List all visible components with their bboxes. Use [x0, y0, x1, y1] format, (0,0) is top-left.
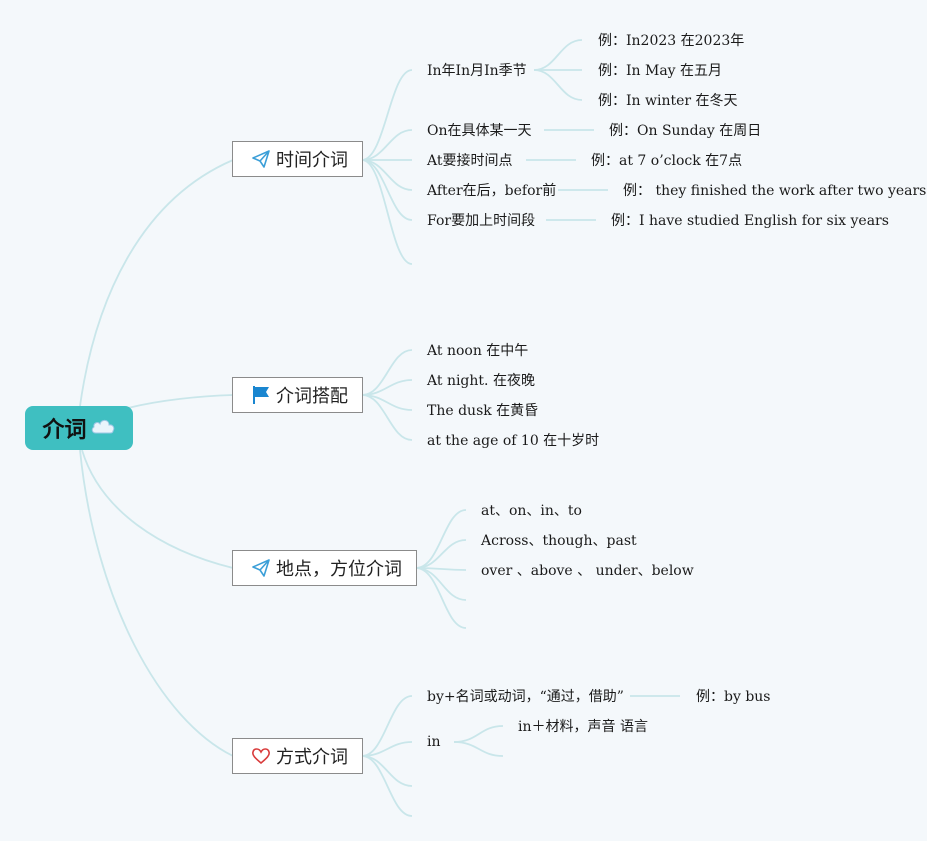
topic-item[interactable]: At要接时间点 — [427, 153, 513, 169]
connector-manner-2-ex-1 — [453, 725, 504, 743]
flag-icon — [251, 385, 271, 405]
topic-item[interactable]: In年In月In季节 — [427, 63, 527, 79]
heart-icon — [251, 746, 271, 766]
paper-plane-icon — [251, 149, 271, 169]
connector-time-1 — [361, 69, 413, 161]
branch-preposition-collocations[interactable]: 介词搭配 — [232, 377, 363, 413]
connector-time-5 — [361, 159, 413, 221]
connector-manner-4 — [361, 755, 413, 817]
example-item[interactable]: 例：On Sunday 在周日 — [609, 123, 762, 139]
paper-plane-icon — [251, 558, 271, 578]
topic-item[interactable]: over 、above 、 under、below — [481, 563, 694, 579]
topic-item[interactable]: Across、though、past — [481, 533, 637, 549]
example-item[interactable]: 例：In2023 在2023年 — [598, 33, 745, 49]
branch-label: 时间介词 — [276, 150, 348, 171]
connector-time-6 — [361, 159, 413, 265]
connector-manner-3 — [361, 755, 413, 787]
topic-item[interactable]: by+名词或动词，“通过，借助” — [427, 689, 624, 705]
connector-manner-1 — [361, 695, 413, 757]
topic-item[interactable]: After在后，befor前 — [427, 183, 557, 199]
branch-time-prepositions[interactable]: 时间介词 — [232, 141, 363, 177]
topic-item[interactable]: The dusk 在黄昏 — [427, 403, 539, 419]
cloud-icon — [90, 416, 116, 441]
connector-place-1 — [415, 509, 467, 569]
connector-time-1-ex-1 — [533, 39, 583, 71]
example-item[interactable]: 例： they finished the work after two year… — [623, 183, 927, 199]
topic-item[interactable]: at the age of 10 在十岁时 — [427, 433, 600, 449]
topic-item[interactable]: At noon 在中午 — [427, 343, 529, 359]
example-item[interactable]: 例：at 7 o’clock 在7点 — [591, 153, 743, 169]
connector-time-1-ex-3 — [533, 69, 583, 101]
connector-root-manner — [79, 449, 234, 757]
topic-item[interactable]: in — [427, 734, 441, 750]
example-item[interactable]: 例：In May 在五月 — [598, 63, 723, 79]
branch-place-prepositions[interactable]: 地点，方位介词 — [232, 550, 417, 586]
connector-collocation-4 — [361, 394, 413, 441]
connector-manner-2-ex-2 — [453, 741, 504, 757]
branch-label: 方式介词 — [276, 747, 348, 768]
topic-item[interactable]: at、on、in、to — [481, 503, 582, 519]
root-topic[interactable]: 介词 — [25, 406, 133, 450]
example-item[interactable]: in＋材料，声音 语言 — [518, 719, 648, 735]
branch-label: 介词搭配 — [276, 386, 348, 407]
connector-root-time — [79, 159, 234, 407]
example-item[interactable]: 例：by bus — [696, 689, 771, 705]
topic-item[interactable]: At night. 在夜晚 — [427, 373, 535, 389]
example-item[interactable]: 例：In winter 在冬天 — [598, 93, 738, 109]
topic-item[interactable]: For要加上时间段 — [427, 213, 536, 229]
topic-item[interactable]: On在具体某一天 — [427, 123, 532, 139]
branch-manner-prepositions[interactable]: 方式介词 — [232, 738, 363, 774]
connector-manner-2 — [361, 741, 413, 757]
connector-place-2 — [415, 539, 467, 569]
connector-root-collocation — [127, 394, 234, 409]
connector-root-place — [81, 449, 234, 569]
root-label: 介词 — [42, 418, 87, 443]
connector-place-5 — [415, 567, 467, 629]
branch-label: 地点，方位介词 — [276, 559, 402, 580]
example-item[interactable]: 例：I have studied English for six years — [611, 213, 889, 229]
